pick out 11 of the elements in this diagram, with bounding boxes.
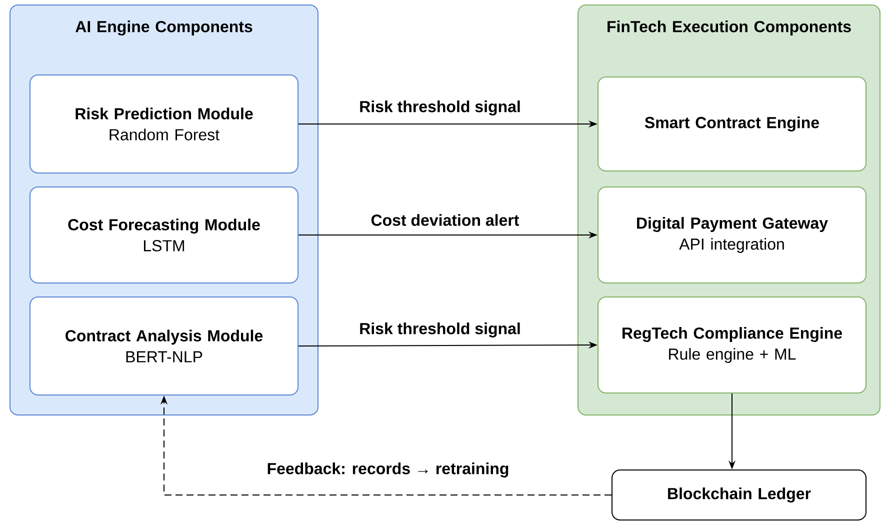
module-box: Cost Forecasting Module LSTM: [30, 186, 298, 284]
module-box: Digital Payment Gateway API integration: [598, 186, 867, 284]
module-box: Contract Analysis Module BERT-NLP: [30, 296, 298, 396]
edge-label: Risk threshold signal: [358, 322, 522, 338]
edge-label: Feedback: records → retraining: [266, 462, 510, 478]
edge-label: Cost deviation alert: [370, 213, 520, 227]
module-box: RegTech Compliance Engine Rule engine + ML: [598, 296, 867, 394]
module-box: Smart Contract Engine: [598, 76, 867, 172]
edge-label: Risk threshold signal: [358, 100, 522, 116]
module-box: Blockchain Ledger: [612, 470, 867, 520]
module-box: Risk Prediction Module Random Forest: [30, 74, 298, 174]
